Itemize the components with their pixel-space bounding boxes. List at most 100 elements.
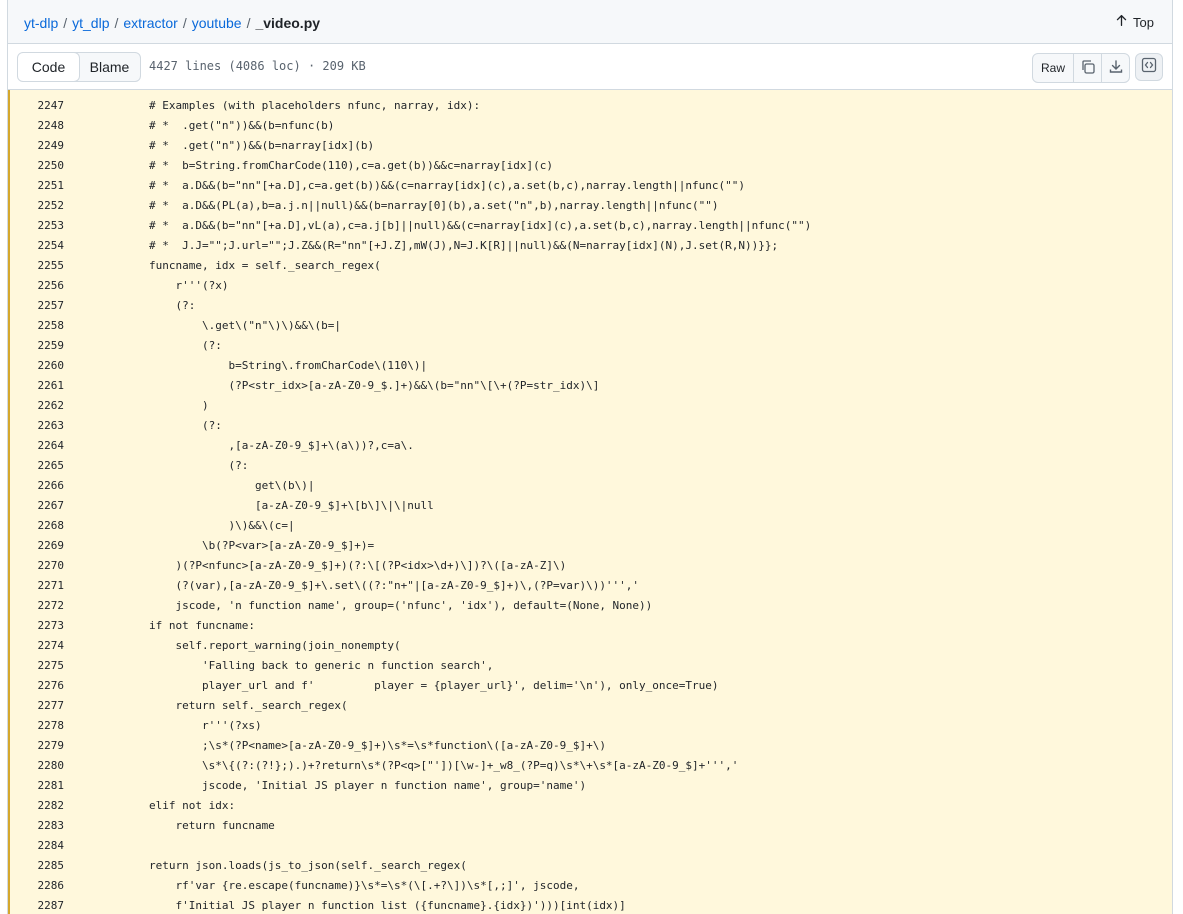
view-mode-toggle: Code Blame xyxy=(17,52,141,82)
symbols-icon xyxy=(1141,57,1157,78)
line-number[interactable]: 2269 xyxy=(37,539,65,552)
line-number[interactable]: 2247 xyxy=(37,99,65,112)
code-line: 2251 # * a.D&&(b="nn"[+a.D],c=a.get(b))&… xyxy=(8,176,1172,196)
code-text: (?: xyxy=(96,459,249,472)
code-text: player_url and f' player = {player_url}'… xyxy=(96,679,719,692)
line-number[interactable]: 2282 xyxy=(37,799,65,812)
code-line: 2281 jscode, 'Initial JS player n functi… xyxy=(8,776,1172,796)
line-number[interactable]: 2281 xyxy=(37,779,65,792)
code-text: # * a.D&&(b="nn"[+a.D],vL(a),c=a.j[b]||n… xyxy=(96,219,812,232)
breadcrumb-folder-link[interactable]: extractor xyxy=(123,15,178,31)
code-text: funcname, idx = self._search_regex( xyxy=(96,259,381,272)
line-number[interactable]: 2270 xyxy=(37,559,65,572)
line-number[interactable]: 2263 xyxy=(37,419,65,432)
code-text: [a-zA-Z0-9_$]+\[b\]\|\|null xyxy=(96,499,434,512)
line-number[interactable]: 2262 xyxy=(37,399,65,412)
code-line: 2269 \b(?P<var>[a-zA-Z0-9_$]+)= xyxy=(8,536,1172,556)
line-number[interactable]: 2279 xyxy=(37,739,65,752)
breadcrumb-folder-link[interactable]: yt_dlp xyxy=(72,15,110,31)
line-number[interactable]: 2249 xyxy=(37,139,65,152)
code-line: 2257 (?: xyxy=(8,296,1172,316)
code-text: # Examples (with placeholders nfunc, nar… xyxy=(96,99,481,112)
code-text: # * a.D&&(PL(a),b=a.j.n||null)&&(b=narra… xyxy=(96,199,719,212)
line-number[interactable]: 2253 xyxy=(37,219,65,232)
line-number[interactable]: 2284 xyxy=(37,839,65,852)
line-number[interactable]: 2268 xyxy=(37,519,65,532)
code-text: return self._search_regex( xyxy=(96,699,348,712)
line-number[interactable]: 2285 xyxy=(37,859,65,872)
code-line: 2287 f'Initial JS player n function list… xyxy=(8,896,1172,914)
code-text: jscode, 'n function name', group=('nfunc… xyxy=(96,599,653,612)
line-number[interactable]: 2260 xyxy=(37,359,65,372)
code-line: 2274 self.report_warning(join_nonempty( xyxy=(8,636,1172,656)
code-line: 2263 (?: xyxy=(8,416,1172,436)
code-line: 2282 elif not idx: xyxy=(8,796,1172,816)
line-number[interactable]: 2266 xyxy=(37,479,65,492)
symbols-panel-button[interactable] xyxy=(1135,53,1163,81)
code-text: self.report_warning(join_nonempty( xyxy=(96,639,401,652)
line-number[interactable]: 2264 xyxy=(37,439,65,452)
line-number[interactable]: 2259 xyxy=(37,339,65,352)
line-number[interactable]: 2248 xyxy=(37,119,65,132)
arrow-up-icon xyxy=(1115,14,1128,30)
code-text: if not funcname: xyxy=(96,619,255,632)
line-number[interactable]: 2257 xyxy=(37,299,65,312)
breadcrumb-folder-link[interactable]: youtube xyxy=(191,15,242,31)
code-line: 2280 \s*\{(?:(?!};).)+?return\s*(?P<q>["… xyxy=(8,756,1172,776)
line-number[interactable]: 2274 xyxy=(37,639,65,652)
line-number[interactable]: 2283 xyxy=(37,819,65,832)
download-button[interactable] xyxy=(1101,54,1129,82)
line-number[interactable]: 2261 xyxy=(37,379,65,392)
line-number[interactable]: 2254 xyxy=(37,239,65,252)
code-text: (?: xyxy=(96,339,222,352)
line-number[interactable]: 2251 xyxy=(37,179,65,192)
line-number[interactable]: 2278 xyxy=(37,719,65,732)
code-text: # * .get("n"))&&(b=narray[idx](b) xyxy=(96,139,375,152)
code-line: 2253 # * a.D&&(b="nn"[+a.D],vL(a),c=a.j[… xyxy=(8,216,1172,236)
code-line: 2273 if not funcname: xyxy=(8,616,1172,636)
code-line: 2259 (?: xyxy=(8,336,1172,356)
code-text: \b(?P<var>[a-zA-Z0-9_$]+)= xyxy=(96,539,375,552)
raw-button[interactable]: Raw xyxy=(1040,61,1065,75)
breadcrumb-separator: / xyxy=(182,15,187,31)
code-line: 2260 b=String\.fromCharCode\(110\)| xyxy=(8,356,1172,376)
code-text: rf'var {re.escape(funcname)}\s*=\s*(\[.+… xyxy=(96,879,580,892)
line-number[interactable]: 2256 xyxy=(37,279,65,292)
code-line: 2250 # * b=String.fromCharCode(110),c=a.… xyxy=(8,156,1172,176)
code-line: 2268 )\)&&\(c=| xyxy=(8,516,1172,536)
code-text: ;\s*(?P<name>[a-zA-Z0-9_$]+)\s*=\s*funct… xyxy=(96,739,606,752)
code-text: # * .get("n"))&&(b=nfunc(b) xyxy=(96,119,335,132)
code-text: # * b=String.fromCharCode(110),c=a.get(b… xyxy=(96,159,553,172)
line-number[interactable]: 2286 xyxy=(37,879,65,892)
code-line: 2258 \.get\("n"\)\)&&\(b=| xyxy=(8,316,1172,336)
line-number[interactable]: 2277 xyxy=(37,699,65,712)
code-line: 2256 r'''(?x) xyxy=(8,276,1172,296)
line-number[interactable]: 2252 xyxy=(37,199,65,212)
line-number[interactable]: 2287 xyxy=(37,899,65,912)
code-line: 2265 (?: xyxy=(8,456,1172,476)
code-line: 2279 ;\s*(?P<name>[a-zA-Z0-9_$]+)\s*=\s*… xyxy=(8,736,1172,756)
line-number[interactable]: 2280 xyxy=(37,759,65,772)
copy-raw-button[interactable] xyxy=(1073,54,1101,82)
top-button[interactable]: Top xyxy=(1115,14,1154,30)
line-number[interactable]: 2275 xyxy=(37,659,65,672)
code-text: )\)&&\(c=| xyxy=(96,519,295,532)
code-text: get\(b\)| xyxy=(96,479,315,492)
line-number[interactable]: 2267 xyxy=(37,499,65,512)
line-number[interactable]: 2258 xyxy=(37,319,65,332)
breadcrumb-separator: / xyxy=(63,15,68,31)
line-number[interactable]: 2250 xyxy=(37,159,65,172)
line-number[interactable]: 2265 xyxy=(37,459,65,472)
file-header: yt-dlp/yt_dlp/extractor/youtube/_video.p… xyxy=(7,0,1173,44)
file-meta: 4427 lines (4086 loc) · 209 KB xyxy=(149,59,366,73)
line-number[interactable]: 2271 xyxy=(37,579,65,592)
code-line: 2270 )(?P<nfunc>[a-zA-Z0-9_$]+)(?:\[(?P<… xyxy=(8,556,1172,576)
breadcrumb-repo-link[interactable]: yt-dlp xyxy=(24,15,59,31)
tab-code[interactable]: Code xyxy=(18,53,80,81)
line-number[interactable]: 2276 xyxy=(37,679,65,692)
line-number[interactable]: 2273 xyxy=(37,619,65,632)
line-number[interactable]: 2272 xyxy=(37,599,65,612)
tab-blame[interactable]: Blame xyxy=(89,59,130,75)
file-frame xyxy=(7,0,1173,914)
line-number[interactable]: 2255 xyxy=(37,259,65,272)
